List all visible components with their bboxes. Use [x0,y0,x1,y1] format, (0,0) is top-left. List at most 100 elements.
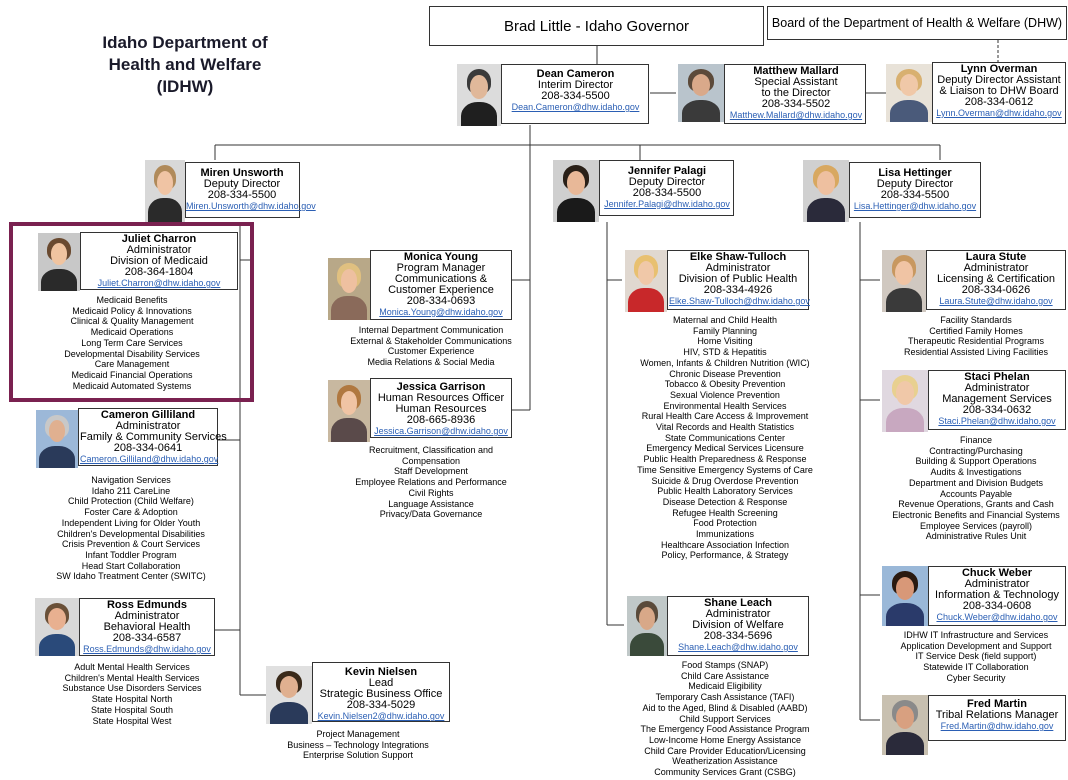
photo-shoulders [39,445,75,468]
edmunds-detail-line: 208-334-6587 [112,632,182,644]
leach-name: Shane Leach [704,597,772,609]
stute-photo [882,250,926,312]
responsibility-item: Business – Technology Integrations [287,739,429,750]
garrison-email-link[interactable]: Jessica.Garrison@dhw.idaho.gov [374,426,508,436]
charron-detail-line: Division of Medicaid [110,255,208,267]
photo-face [639,606,655,630]
unsworth-email-link[interactable]: Miren.Unsworth@dhw.idaho.gov [186,201,316,211]
responsibility-item: Civil Rights [408,487,454,498]
photo-face [157,171,173,195]
charron-email-link[interactable]: Juliet.Charron@dhw.idaho.gov [97,278,221,288]
responsibility-item: Idaho 211 CareLine [91,485,171,496]
young-detail-line: Program Manager [396,262,486,274]
phelan-email-link[interactable]: Staci.Phelan@dhw.idaho.gov [938,416,1056,426]
responsibility-item: Language Assistance [388,498,474,509]
nielsen-detail-line: Lead [368,677,394,689]
phelan-photo [882,370,928,432]
photo-face [895,576,915,600]
shawtulloch-photo [625,250,667,312]
young-name: Monica Young [403,251,479,263]
photo-face [816,171,836,195]
martin-photo [882,695,928,755]
nielsen-detail-line: 208-334-5029 [346,699,416,711]
garrison-name: Jessica Garrison [396,381,486,393]
young-detail-line: 208-334-0693 [406,295,476,307]
edmunds-box [79,598,215,656]
edmunds-email-link[interactable]: Ross.Edmunds@dhw.idaho.gov [83,644,211,654]
photo-shoulders [331,418,367,442]
stute-email-link[interactable]: Laura.Stute@dhw.idaho.gov [939,296,1053,306]
dean-email-link[interactable]: Dean.Cameron@dhw.idaho.gov [511,102,640,112]
overman-detail-line: 208-334-0612 [964,96,1034,108]
phelan-name: Staci Phelan [964,371,1030,383]
martin-detail-line: Tribal Relations Manager [935,709,1059,721]
responsibility-item: Accounts Payable [939,488,1013,499]
nielsen-detail-line: Strategic Business Office [319,688,443,700]
responsibility-item: Electronic Benefits and Financial System… [892,509,1060,520]
responsibility-item: Long Term Care Services [81,337,183,348]
photo-shoulders [460,102,498,126]
title-line-2: Health and Welfare [108,55,262,74]
garrison-photo [328,380,370,442]
responsibility-item: Community Services Grant (CSBG) [654,767,796,778]
unsworth-detail-line: 208-334-5500 [207,189,277,201]
young-email-link[interactable]: Monica.Young@dhw.idaho.gov [379,307,503,317]
dean-detail-line: Interim Director [537,79,614,91]
martin-email-link[interactable]: Fred.Martin@dhw.idaho.gov [940,721,1054,731]
responsibility-item: Substance Use Disorders Services [62,683,202,694]
leach-detail-line: Division of Welfare [692,619,784,631]
responsibility-item: Adult Mental Health Services [74,662,190,672]
garrison-detail-line: Human Resources Officer [377,392,505,404]
dean-box [501,64,649,124]
responsibility-item: Compensation [401,455,461,466]
title-line-3: (IDHW) [156,77,214,96]
responsibility-item: Child Protection (Child Welfare) [68,496,194,507]
responsibility-item: Refugee Health Screening [672,507,778,518]
responsibility-item: Project Management [316,729,400,739]
hettinger-email-link[interactable]: Lisa.Hettinger@dhw.idaho.gov [853,201,977,211]
responsibility-item: Weatherization Assistance [672,756,778,767]
photo-face [48,608,66,631]
responsibility-item: Maternal and Child Health [672,315,778,325]
responsibility-item: Crisis Prevention & Court Services [61,539,201,550]
weber-detail-line: Administrator [964,578,1030,590]
responsibility-item: State Hospital South [90,704,174,715]
nielsen-email-link[interactable]: Kevin.Nielsen2@dhw.idaho.gov [317,711,445,721]
overman-name: Lynn Overman [960,63,1038,75]
responsibility-item: Medicaid Operations [90,327,174,338]
shawtulloch-email-link[interactable]: Elke.Shaw-Tulloch@dhw.idaho.gov [669,296,810,306]
shawtulloch-detail-line: Division of Public Health [678,273,798,285]
responsibility-item: Home Visiting [697,336,753,347]
mallard-email-link[interactable]: Matthew.Mallard@dhw.idaho.gov [729,110,863,120]
hettinger-detail-line: Deputy Director [876,178,954,190]
responsibility-item: Medicaid Benefits [96,295,168,305]
overman-email-link[interactable]: Lynn.Overman@dhw.idaho.gov [936,108,1062,118]
title-line-1: Idaho Department of [102,33,268,52]
palagi-email-link[interactable]: Jennifer.Palagi@dhw.idaho.gov [604,199,730,209]
responsibility-item: Time Sensitive Emergency Systems of Care [637,464,813,475]
leach-email-link[interactable]: Shane.Leach@dhw.idaho.gov [678,642,798,652]
weber-email-link[interactable]: Chuck.Weber@dhw.idaho.gov [936,612,1058,622]
photo-shoulders [889,99,929,122]
responsibility-item: Medicaid Automated Systems [72,380,192,391]
gilliland-email-link[interactable]: Cameron.Gilliland@dhw.idaho.gov [80,454,219,464]
photo-shoulders [148,198,182,222]
responsibility-item: Family Planning [692,325,758,336]
shawtulloch-name: Elke Shaw-Tulloch [689,251,787,263]
responsibility-item: Facility Standards [940,315,1012,325]
responsibility-item: Clinical & Quality Management [70,316,194,327]
responsibility-item: Internal Department Communication [358,325,504,335]
young-photo [328,258,370,320]
responsibility-item: Vital Records and Health Statistics [656,422,794,433]
